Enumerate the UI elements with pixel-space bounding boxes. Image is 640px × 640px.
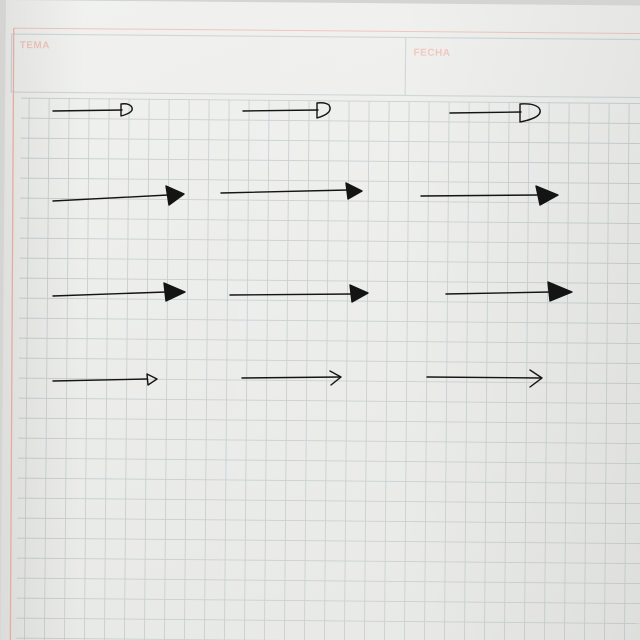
grid-line-horizontal [17, 537, 640, 545]
grid-line-horizontal [17, 477, 640, 485]
arrow-filled [420, 185, 559, 206]
grid-line-horizontal [16, 637, 640, 640]
header-field-tema: TEMA [20, 40, 50, 51]
arrow-row-2 [52, 182, 559, 206]
grid-line-vertical [283, 100, 290, 640]
arrow-row-1 [52, 102, 541, 123]
grid-line-horizontal [20, 197, 640, 205]
grid-line-vertical [243, 100, 250, 640]
grid-line-horizontal [19, 257, 640, 265]
grid-line-horizontal [20, 117, 640, 125]
grid-line-horizontal [20, 157, 640, 165]
grid-line-vertical [583, 103, 590, 640]
header-field-fecha: FECHA [414, 48, 451, 59]
grid-line-horizontal [19, 297, 640, 305]
grid-line-vertical [403, 101, 410, 640]
grid-line-horizontal [19, 237, 640, 245]
grid-line-horizontal [20, 137, 640, 145]
grid-lines [16, 97, 640, 640]
arrow-filled [52, 185, 185, 206]
arrow-outline-rounded [449, 103, 541, 123]
grid-line-vertical [603, 103, 610, 640]
grid-line-horizontal [19, 317, 640, 325]
grid-line-vertical [523, 102, 530, 640]
grid-line-vertical [363, 101, 370, 640]
grid-line-horizontal [16, 597, 640, 605]
arrow-filled [52, 282, 186, 302]
grid-line-horizontal [20, 217, 640, 225]
grid-line-horizontal [16, 617, 640, 625]
arrow-outline-triangle [52, 373, 158, 386]
grid-line-horizontal [16, 577, 640, 585]
arrow-filled [229, 284, 369, 303]
top-margin-line [13, 27, 640, 35]
grid-line-vertical [183, 99, 190, 640]
grid-line-horizontal [20, 177, 640, 185]
grid-line-vertical [23, 98, 30, 640]
grid-line-vertical [143, 99, 150, 640]
grid-line-vertical [303, 100, 310, 640]
arrow-row-3 [52, 281, 573, 303]
grid-line-horizontal [17, 557, 640, 565]
grid-line-horizontal [21, 97, 640, 105]
grid-line-vertical [223, 99, 230, 640]
grid-line-horizontal [17, 497, 640, 505]
arrow-filled [220, 182, 363, 200]
arrow-row-4 [52, 369, 543, 388]
grid-line-horizontal [18, 417, 640, 425]
arrow-filled [445, 281, 573, 302]
grid-line-horizontal [18, 397, 640, 405]
grid-line-horizontal [17, 517, 640, 525]
grid-line-vertical [63, 98, 70, 640]
arrow-outline-rounded [52, 103, 133, 117]
grid-line-horizontal [18, 437, 640, 445]
grid-line-vertical [563, 102, 570, 640]
header-frame: TEMA FECHA [10, 33, 640, 99]
arrow-open-chevron [241, 370, 342, 386]
arrow-outline-rounded [242, 102, 331, 119]
grid-line-vertical [323, 100, 330, 640]
grid-line-vertical [263, 100, 270, 640]
grid-line-horizontal [19, 277, 640, 285]
grid-line-vertical [503, 102, 510, 640]
grid-line-vertical [623, 103, 630, 640]
grid-line-horizontal [19, 337, 640, 345]
margin-line [9, 28, 15, 640]
grid-line-vertical [43, 98, 50, 640]
grid-line-vertical [383, 101, 390, 640]
grid-line-horizontal [18, 357, 640, 365]
arrow-open-chevron [426, 369, 543, 388]
grid-line-vertical [203, 99, 210, 640]
grid-line-horizontal [17, 457, 640, 465]
